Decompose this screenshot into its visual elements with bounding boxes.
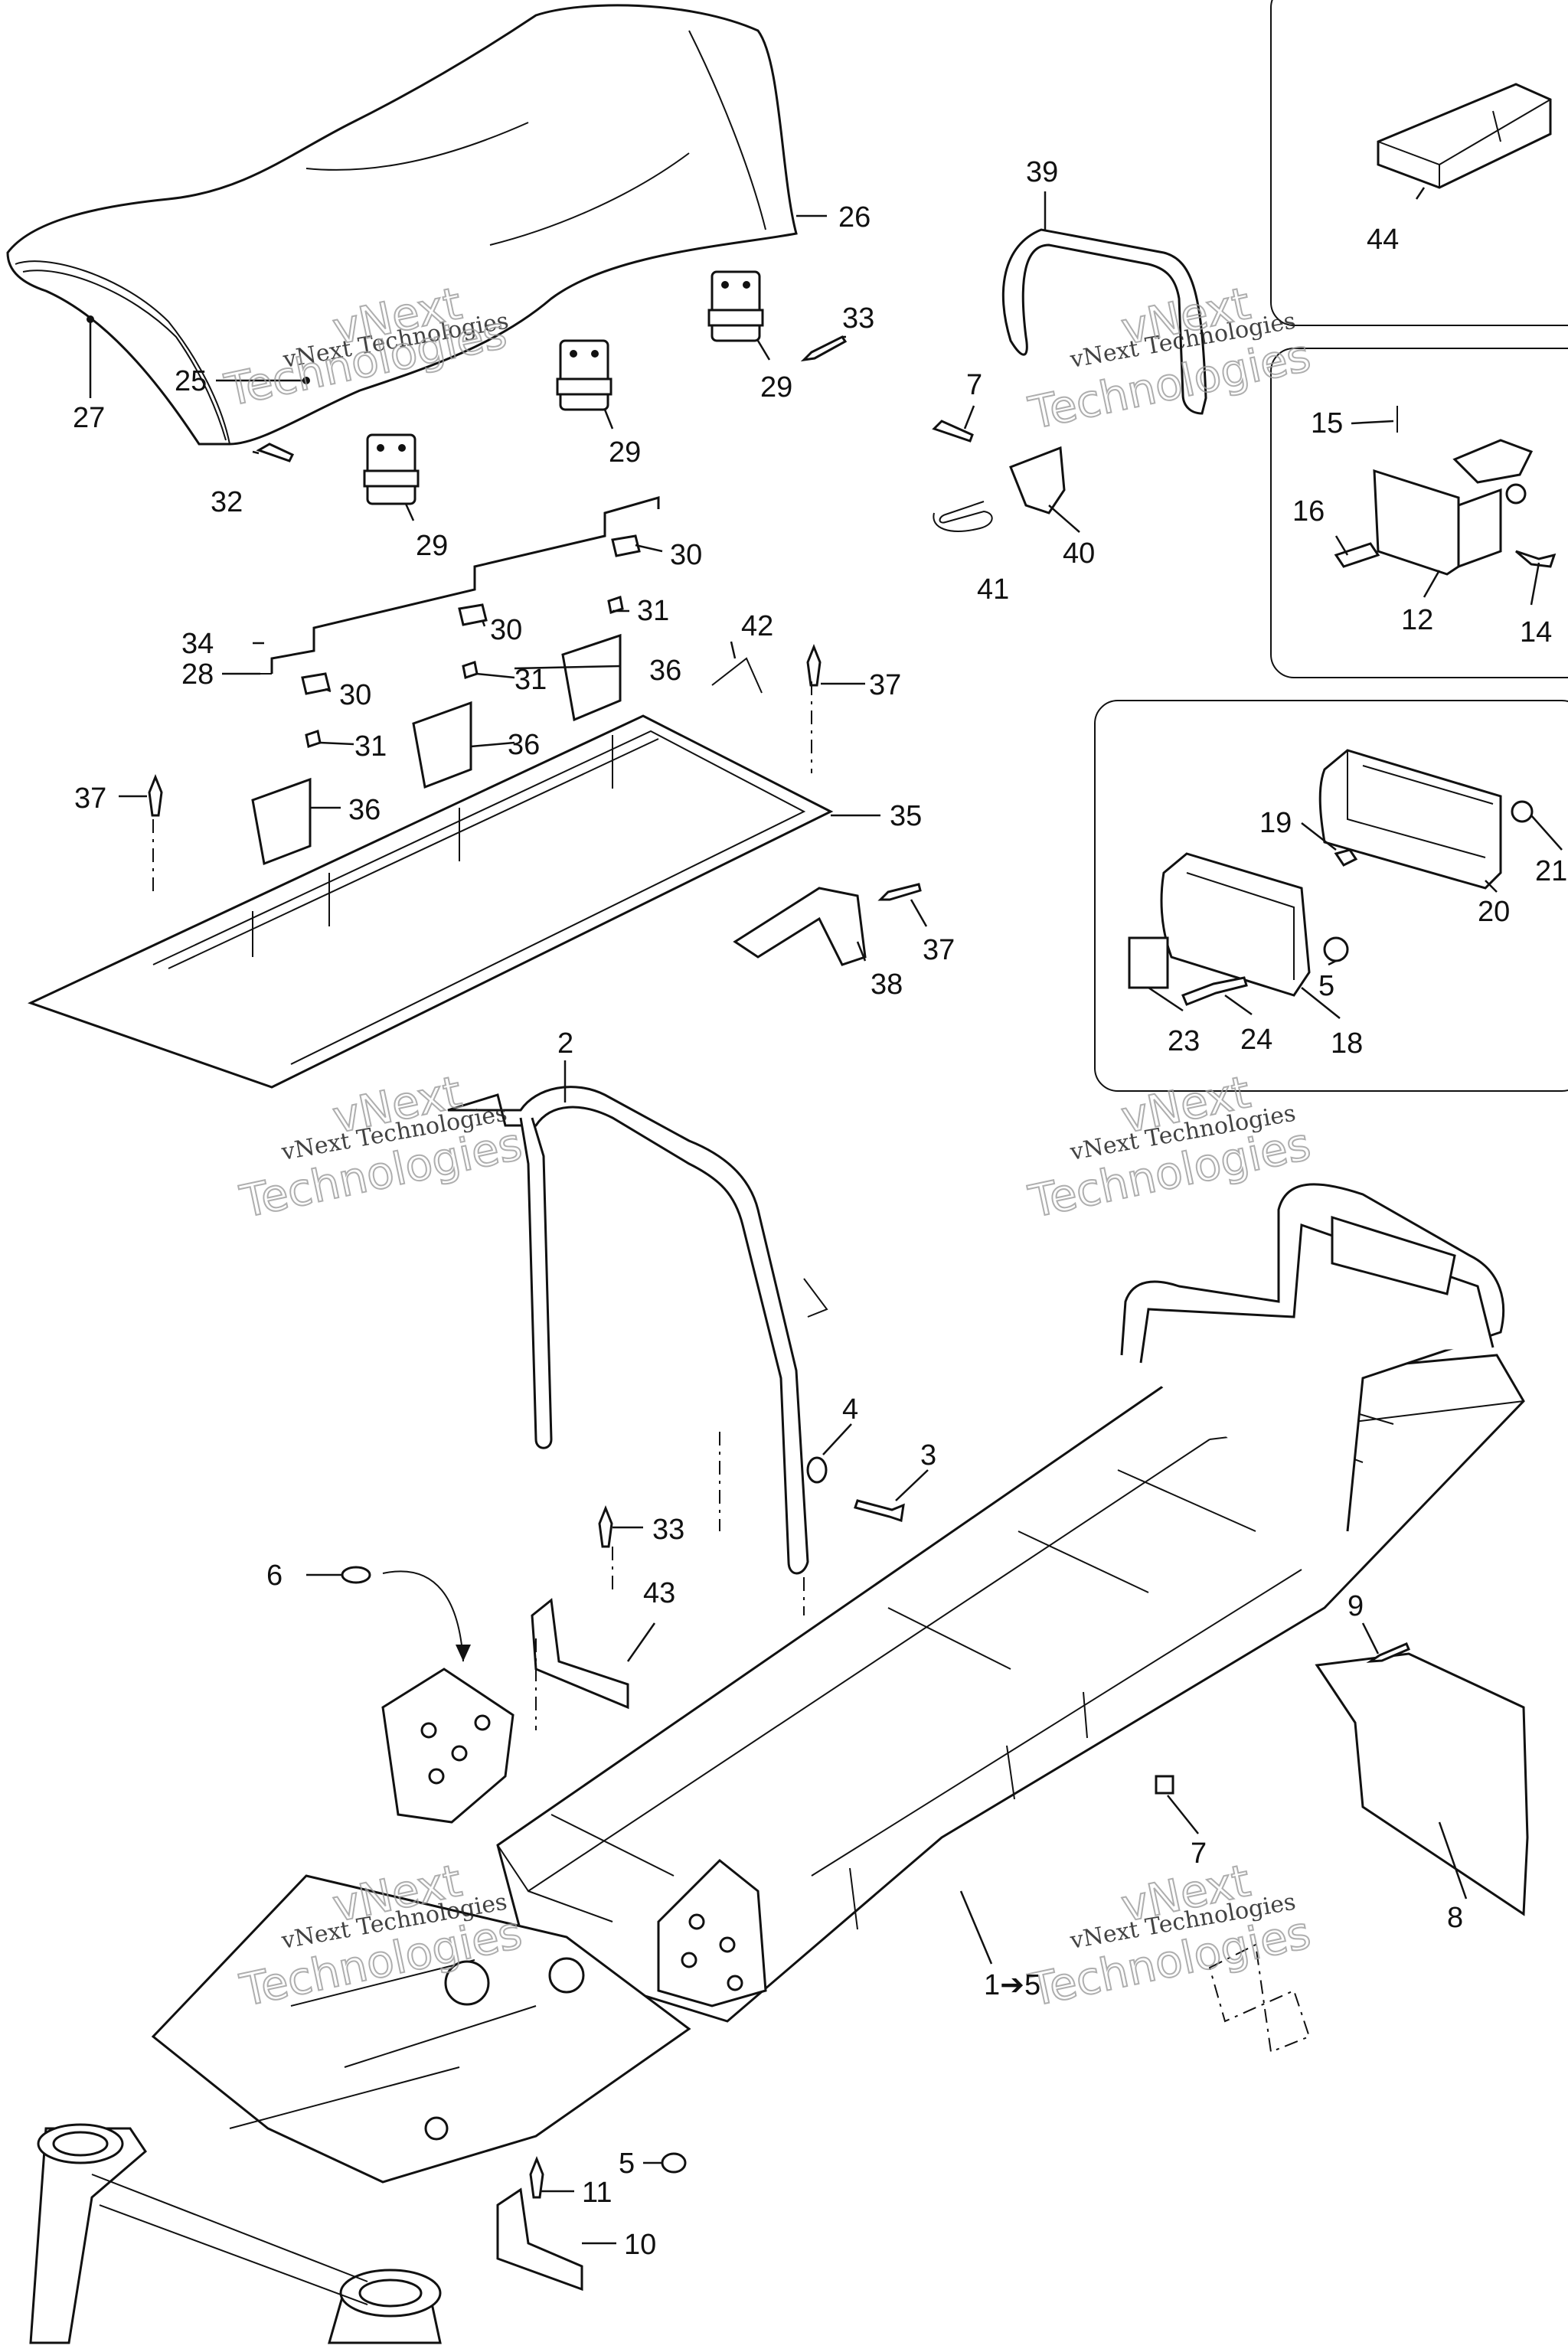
callout-7: 7	[1191, 1838, 1207, 1870]
watermark-top-left: vNext Technologies vNext Technologies	[220, 276, 512, 417]
inset-box-taillight	[1094, 700, 1568, 1092]
hinge-part	[363, 433, 420, 505]
callout-28: 28	[181, 658, 214, 691]
callout-37: 37	[74, 782, 106, 815]
callout-33: 33	[842, 302, 874, 335]
callout-39: 39	[1026, 156, 1058, 188]
callout-37: 37	[923, 934, 955, 966]
leader-lines	[89, 187, 1563, 2245]
callout-31: 31	[514, 664, 547, 696]
callout-31: 31	[354, 730, 387, 763]
seat-base-part	[28, 714, 834, 1089]
hinge-part	[556, 339, 612, 411]
watermark-mid-left: vNext Technologies vNext Technologies	[235, 1065, 528, 1229]
rear-rack-part	[1120, 1183, 1505, 1532]
callout-25: 25	[175, 365, 207, 397]
callout-9: 9	[1348, 1590, 1364, 1622]
callout-27: 27	[73, 402, 105, 434]
taillight-housing-part	[1160, 852, 1311, 997]
callout-3: 3	[920, 1439, 936, 1472]
callout-36: 36	[649, 655, 681, 687]
callout-36: 36	[508, 729, 540, 761]
callout-30: 30	[670, 539, 702, 571]
callout-2: 2	[557, 1027, 573, 1060]
callout-43: 43	[643, 1577, 675, 1609]
callout-30: 30	[490, 614, 522, 646]
callout-8: 8	[1447, 1902, 1463, 1934]
callout-38: 38	[871, 969, 903, 1001]
callout-5: 5	[1318, 970, 1334, 1002]
callout-18: 18	[1331, 1027, 1363, 1060]
callout-5: 5	[619, 2148, 635, 2180]
callout-29: 29	[416, 530, 448, 562]
callout-26: 26	[838, 201, 871, 234]
callout-42: 42	[741, 610, 773, 642]
callout-4: 4	[842, 1393, 858, 1426]
callout-20: 20	[1478, 896, 1510, 928]
callout-10: 10	[624, 2229, 656, 2261]
taillight-lens-part	[1318, 749, 1502, 890]
hitch-plate-part	[1373, 469, 1460, 576]
callout-30: 30	[339, 679, 371, 711]
callout-21: 21	[1535, 855, 1567, 887]
callout-36: 36	[348, 794, 381, 826]
front-frame-part	[29, 1668, 767, 2344]
seat-part	[6, 4, 798, 446]
inset-box-hitch	[1270, 348, 1568, 678]
callout-15: 15	[1311, 407, 1343, 439]
callout-34: 34	[181, 628, 214, 660]
callout-40: 40	[1063, 537, 1095, 570]
callout-32: 32	[211, 486, 243, 518]
watermark-mid-right: vNext Technologies vNext Technologies	[1024, 1065, 1316, 1229]
seat-rod-part	[270, 496, 660, 674]
callout-23: 23	[1168, 1025, 1200, 1057]
callout-29: 29	[609, 436, 641, 469]
callout-41: 41	[977, 573, 1009, 606]
callout-29: 29	[760, 371, 792, 403]
inset-box-44	[1270, 0, 1568, 326]
callout-14: 14	[1520, 616, 1552, 648]
callout-37: 37	[869, 669, 901, 701]
callout-1-to-5: 1➔5	[984, 1969, 1040, 2001]
callout-6: 6	[266, 1560, 283, 1592]
part-44	[1377, 83, 1552, 189]
snowflap-part	[1315, 1652, 1529, 1916]
callout-labels: 26 27 25 32 29 29 29 33 39 7 41 40 44 15…	[73, 156, 1567, 2261]
callout-11: 11	[582, 2177, 612, 2209]
callout-35: 35	[890, 800, 922, 832]
callout-44: 44	[1367, 224, 1399, 256]
callout-33: 33	[652, 1514, 684, 1546]
callout-31: 31	[637, 595, 669, 627]
callout-24: 24	[1240, 1024, 1272, 1056]
hinge-part	[707, 270, 764, 342]
callout-12: 12	[1401, 604, 1433, 636]
backrest-part	[1001, 228, 1207, 415]
callout-16: 16	[1292, 495, 1325, 528]
callout-19: 19	[1259, 807, 1292, 839]
grab-handle-part	[447, 1086, 809, 1575]
watermark-bottom-right: vNext Technologies vNext Technologies	[1024, 1854, 1316, 2017]
callout-7: 7	[966, 369, 982, 401]
